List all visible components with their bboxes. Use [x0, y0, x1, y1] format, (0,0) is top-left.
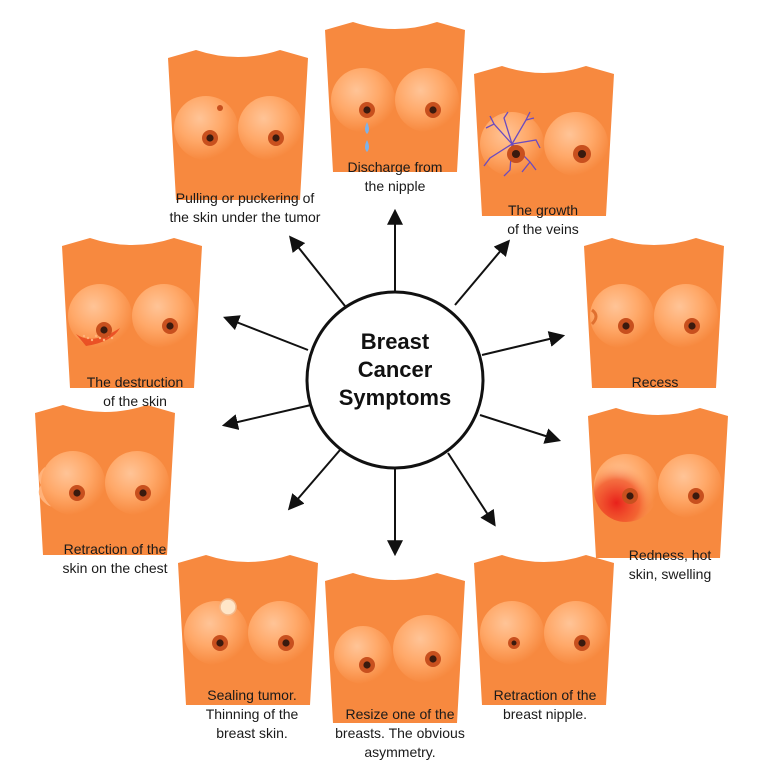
torsos-group: [35, 22, 728, 723]
arrow-redness: [479, 414, 562, 444]
torso-body: [474, 555, 614, 705]
nipple-center: [511, 149, 521, 159]
torso-sealing-tumor: [178, 555, 318, 705]
left-breast: [184, 601, 248, 665]
torso-asymmetry: [325, 573, 465, 723]
nipple-center: [272, 134, 280, 142]
skin-dot: [98, 336, 102, 340]
label-discharge: Discharge from the nipple: [347, 159, 443, 194]
nipple-center: [206, 134, 214, 142]
left-breast: [41, 451, 105, 515]
label-nipple-retraction: Retraction of the breast nipple.: [493, 687, 597, 722]
skin-dot: [90, 338, 94, 342]
torso-recess: [584, 238, 724, 388]
skin-dot: [110, 336, 114, 340]
nipple-center: [363, 106, 371, 114]
discharge-drop: [365, 122, 369, 134]
nipple-center: [166, 322, 174, 330]
skin-dot: [94, 334, 98, 338]
nipple-center: [73, 489, 81, 497]
skin-dot: [86, 336, 90, 340]
torso-chest-retraction: [35, 405, 175, 555]
diagram-title: Breast Cancer Symptoms: [338, 329, 452, 410]
torso-nipple-retraction: [474, 555, 614, 705]
torso-redness: [588, 408, 728, 558]
nipple-center: [577, 149, 587, 159]
arrow-veins: [454, 239, 511, 306]
arrow-sealing-tumor: [287, 449, 341, 511]
skin-dot: [82, 334, 86, 338]
right-breast: [105, 451, 169, 515]
right-breast: [395, 68, 459, 132]
left-breast: [590, 284, 654, 348]
label-recess: Recess: [631, 374, 679, 390]
nipple-center: [429, 655, 437, 663]
label-asymmetry: Resize one of the breasts. The obvious a…: [335, 706, 465, 760]
nipple-center: [139, 489, 147, 497]
torso-body: [35, 405, 175, 555]
torso-body: [325, 22, 465, 172]
nipple-center: [692, 492, 700, 500]
skin-destruction-patch: [76, 328, 120, 346]
torso-puckering: [168, 50, 308, 200]
arrows-group: [221, 208, 566, 557]
right-breast: [544, 601, 608, 665]
nipple-center: [282, 639, 290, 647]
arrow-puckering: [289, 235, 346, 307]
nipple-center: [216, 639, 224, 647]
torso-veins: [474, 66, 614, 216]
right-breast: [393, 615, 461, 683]
nipple-center: [578, 639, 586, 647]
tumor-lump: [219, 598, 237, 616]
label-veins: The growth of the veins: [507, 202, 579, 237]
pucker-spot: [217, 105, 223, 111]
recess-dimple: [590, 308, 598, 326]
nipple-center: [363, 661, 371, 669]
torso-body: [178, 555, 318, 705]
nipple-center: [688, 322, 696, 330]
label-skin-destruction: The destruction of the skin: [86, 374, 184, 409]
label-sealing-tumor: Sealing tumor. Thinning of the breast sk…: [205, 687, 299, 741]
torso-body: [584, 238, 724, 388]
vein-network: [483, 111, 541, 177]
torso-body: [474, 66, 614, 216]
right-breast: [238, 96, 302, 160]
right-breast: [544, 112, 608, 176]
torso-skin-destruction: [62, 238, 202, 388]
label-chest-retraction: Retraction of the skin on the chest: [62, 541, 168, 576]
arrow-recess: [481, 331, 566, 356]
nipple-center: [626, 492, 634, 500]
nipple-center: [100, 326, 108, 334]
left-breast: [334, 626, 392, 684]
label-redness: Redness, hot skin, swelling: [628, 547, 712, 582]
nipple-center: [429, 106, 437, 114]
discharge-drop: [365, 140, 369, 152]
arrow-skin-destruction: [223, 315, 309, 351]
right-breast: [248, 601, 312, 665]
nipple-center: [511, 640, 517, 646]
torso-body: [62, 238, 202, 388]
left-breast: [331, 68, 395, 132]
left-breast: [174, 96, 238, 160]
right-breast: [658, 454, 722, 518]
right-breast: [132, 284, 196, 348]
nipple-center: [622, 322, 630, 330]
left-breast: [480, 601, 544, 665]
center-hub: [305, 290, 485, 470]
torso-body: [168, 50, 308, 200]
label-puckering: Pulling or puckering of the skin under t…: [169, 190, 321, 225]
arrow-nipple-retraction: [447, 452, 496, 527]
torso-discharge: [325, 22, 465, 172]
right-breast: [654, 284, 718, 348]
arrow-chest-retraction: [221, 404, 312, 430]
skin-dot: [102, 338, 106, 342]
